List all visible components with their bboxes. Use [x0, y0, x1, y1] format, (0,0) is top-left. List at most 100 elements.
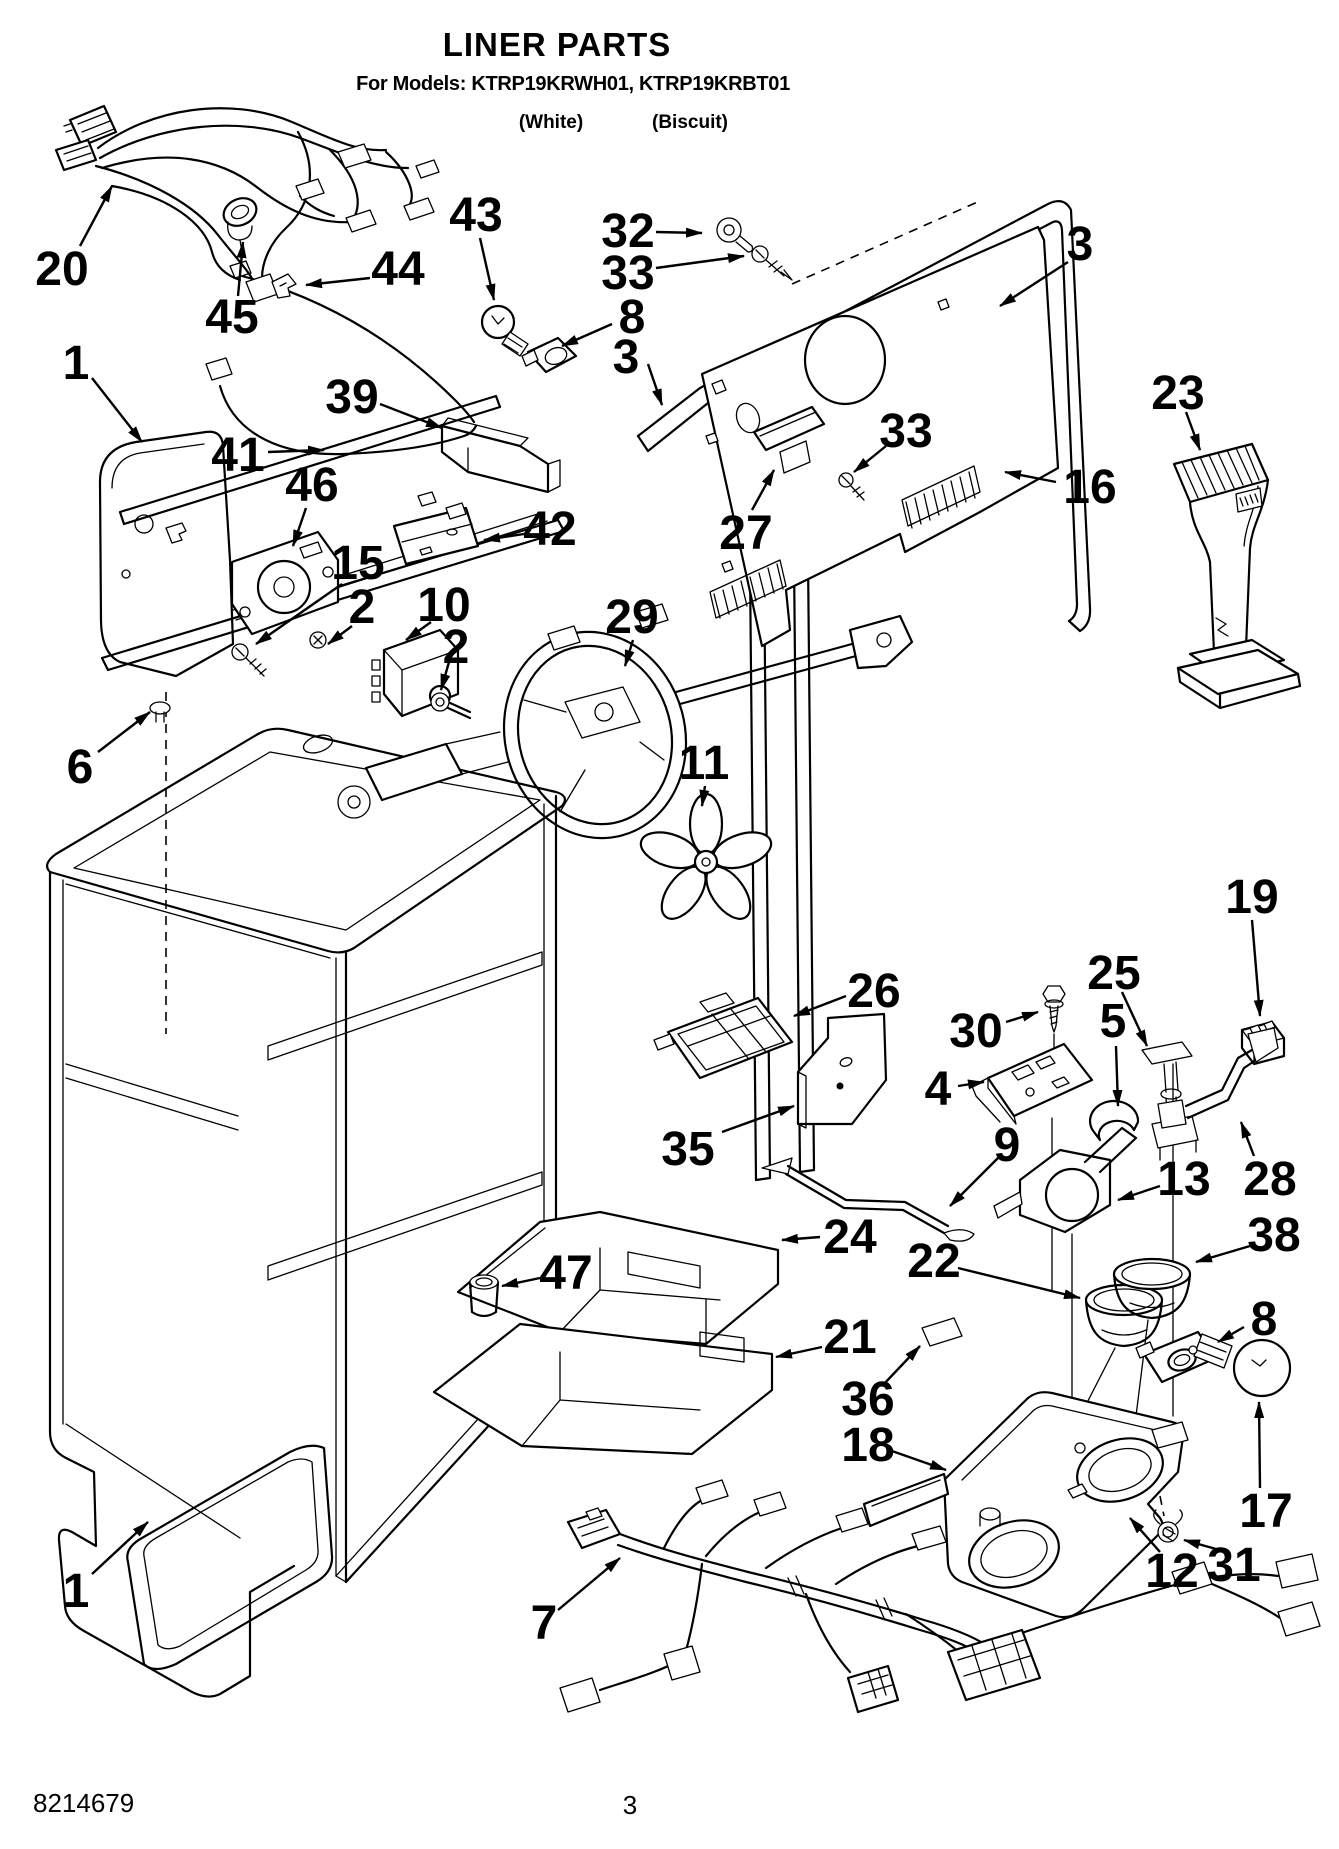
callout-33: 33 — [601, 247, 654, 300]
callout-21: 21 — [823, 1311, 876, 1364]
callout-1: 1 — [63, 337, 90, 390]
leader-arrow-3 — [646, 363, 664, 406]
leader-arrow-33 — [655, 253, 745, 270]
callout-41: 41 — [211, 429, 264, 482]
models-line: For Models: KTRP19KRWH01, KTRP19KRBT01 — [356, 73, 790, 95]
leader-arrow-44 — [305, 276, 371, 289]
callout-42: 42 — [523, 503, 576, 556]
leader-arrow-13 — [1117, 1184, 1161, 1202]
callout-23: 23 — [1151, 367, 1204, 420]
air-tower — [1172, 442, 1302, 710]
leader-arrow-36 — [881, 1345, 921, 1387]
leader-arrow-27 — [750, 469, 776, 511]
color-label-white: (White) — [518, 112, 584, 133]
callout-46: 46 — [285, 459, 338, 512]
page-title: LINER PARTS — [442, 26, 672, 63]
leader-arrow-8 — [1217, 1325, 1245, 1344]
callout-31: 31 — [1207, 1539, 1260, 1592]
leader-arrow-5 — [1112, 1045, 1123, 1107]
leader-arrow-7 — [557, 1557, 621, 1611]
callout-35: 35 — [661, 1123, 714, 1176]
leader-arrow-32 — [655, 227, 703, 238]
callout-36: 36 — [841, 1373, 894, 1426]
leader-arrow-16 — [1004, 470, 1057, 484]
leader-arrow-1 — [91, 377, 143, 443]
leader-arrow-42 — [483, 532, 525, 543]
leader-arrow-46 — [291, 507, 308, 547]
leader-arrow-21 — [775, 1345, 823, 1359]
color-label-biscuit: (Biscuit) — [652, 112, 728, 133]
callout-15: 15 — [331, 537, 384, 590]
callout-19: 19 — [1225, 871, 1278, 924]
callout-33: 33 — [879, 405, 932, 458]
leader-arrow-11 — [699, 785, 710, 807]
leader-arrow-22 — [957, 1266, 1081, 1300]
fan-shroud — [364, 603, 914, 840]
callout-10: 10 — [417, 579, 470, 632]
wire-harness-bottom — [559, 1479, 1321, 1714]
callout-2: 2 — [349, 581, 376, 634]
leader-arrow-3 — [999, 260, 1069, 308]
callout-1: 1 — [63, 1565, 90, 1618]
callout-44: 44 — [371, 243, 425, 296]
leader-arrow-43 — [478, 237, 496, 301]
callout-27: 27 — [719, 507, 772, 560]
leader-arrow-47 — [501, 1276, 541, 1288]
callout-16: 16 — [1063, 461, 1116, 514]
leader-arrow-2 — [327, 625, 353, 645]
leader-arrow-15 — [255, 583, 343, 645]
leader-arrow-35 — [721, 1104, 795, 1134]
callout-9: 9 — [994, 1119, 1021, 1172]
callout-3: 3 — [613, 331, 640, 384]
callout-38: 38 — [1247, 1209, 1300, 1262]
light-housing-group — [862, 1330, 1292, 1619]
mid-parts — [432, 985, 1286, 1527]
back-panel-assembly — [636, 199, 1092, 648]
page-number: 3 — [622, 1790, 638, 1820]
leader-arrow-2 — [439, 661, 451, 691]
callout-2: 2 — [443, 621, 470, 674]
fan-blade — [639, 792, 773, 920]
callout-24: 24 — [823, 1211, 877, 1264]
callout-29: 29 — [605, 591, 658, 644]
leader-arrow-24 — [781, 1233, 821, 1244]
liner-cabinet — [46, 546, 816, 1698]
lamp-parts-top — [480, 217, 793, 374]
leader-arrow-4 — [957, 1079, 985, 1090]
callout-28: 28 — [1243, 1153, 1296, 1206]
callout-22: 22 — [907, 1235, 960, 1288]
callout-26: 26 — [847, 965, 900, 1018]
leader-arrow-17 — [1254, 1401, 1265, 1489]
callout-30: 30 — [949, 1005, 1002, 1058]
wire-harness-top — [54, 104, 440, 303]
callout-6: 6 — [67, 741, 94, 794]
callout-11: 11 — [679, 737, 730, 790]
leader-arrow-10 — [405, 621, 432, 641]
leader-arrow-19 — [1250, 919, 1264, 1017]
leader-arrow-6 — [97, 711, 151, 753]
callout-17: 17 — [1239, 1485, 1292, 1538]
leader-arrow-1 — [91, 1521, 149, 1575]
callout-25: 25 — [1087, 947, 1140, 1000]
leader-arrow-33 — [853, 445, 887, 473]
leader-arrow-8 — [561, 322, 613, 348]
callout-7: 7 — [531, 1597, 558, 1650]
callout-12: 12 — [1145, 1545, 1198, 1598]
callout-45: 45 — [205, 291, 258, 344]
callout-47: 47 — [539, 1247, 592, 1300]
leader-arrow-28 — [1239, 1121, 1256, 1157]
callout-43: 43 — [449, 189, 502, 242]
leader-arrow-31 — [1183, 1538, 1217, 1551]
document-number: 8214679 — [33, 1788, 135, 1818]
leader-arrow-23 — [1184, 411, 1202, 451]
callout-32: 32 — [601, 205, 654, 258]
callout-8: 8 — [619, 291, 646, 344]
leader-arrow-41 — [267, 445, 325, 456]
callout-8: 8 — [1251, 1293, 1278, 1346]
callout-4: 4 — [925, 1063, 952, 1116]
liner-top-deck — [98, 260, 566, 723]
leader-arrow-25 — [1120, 991, 1149, 1047]
